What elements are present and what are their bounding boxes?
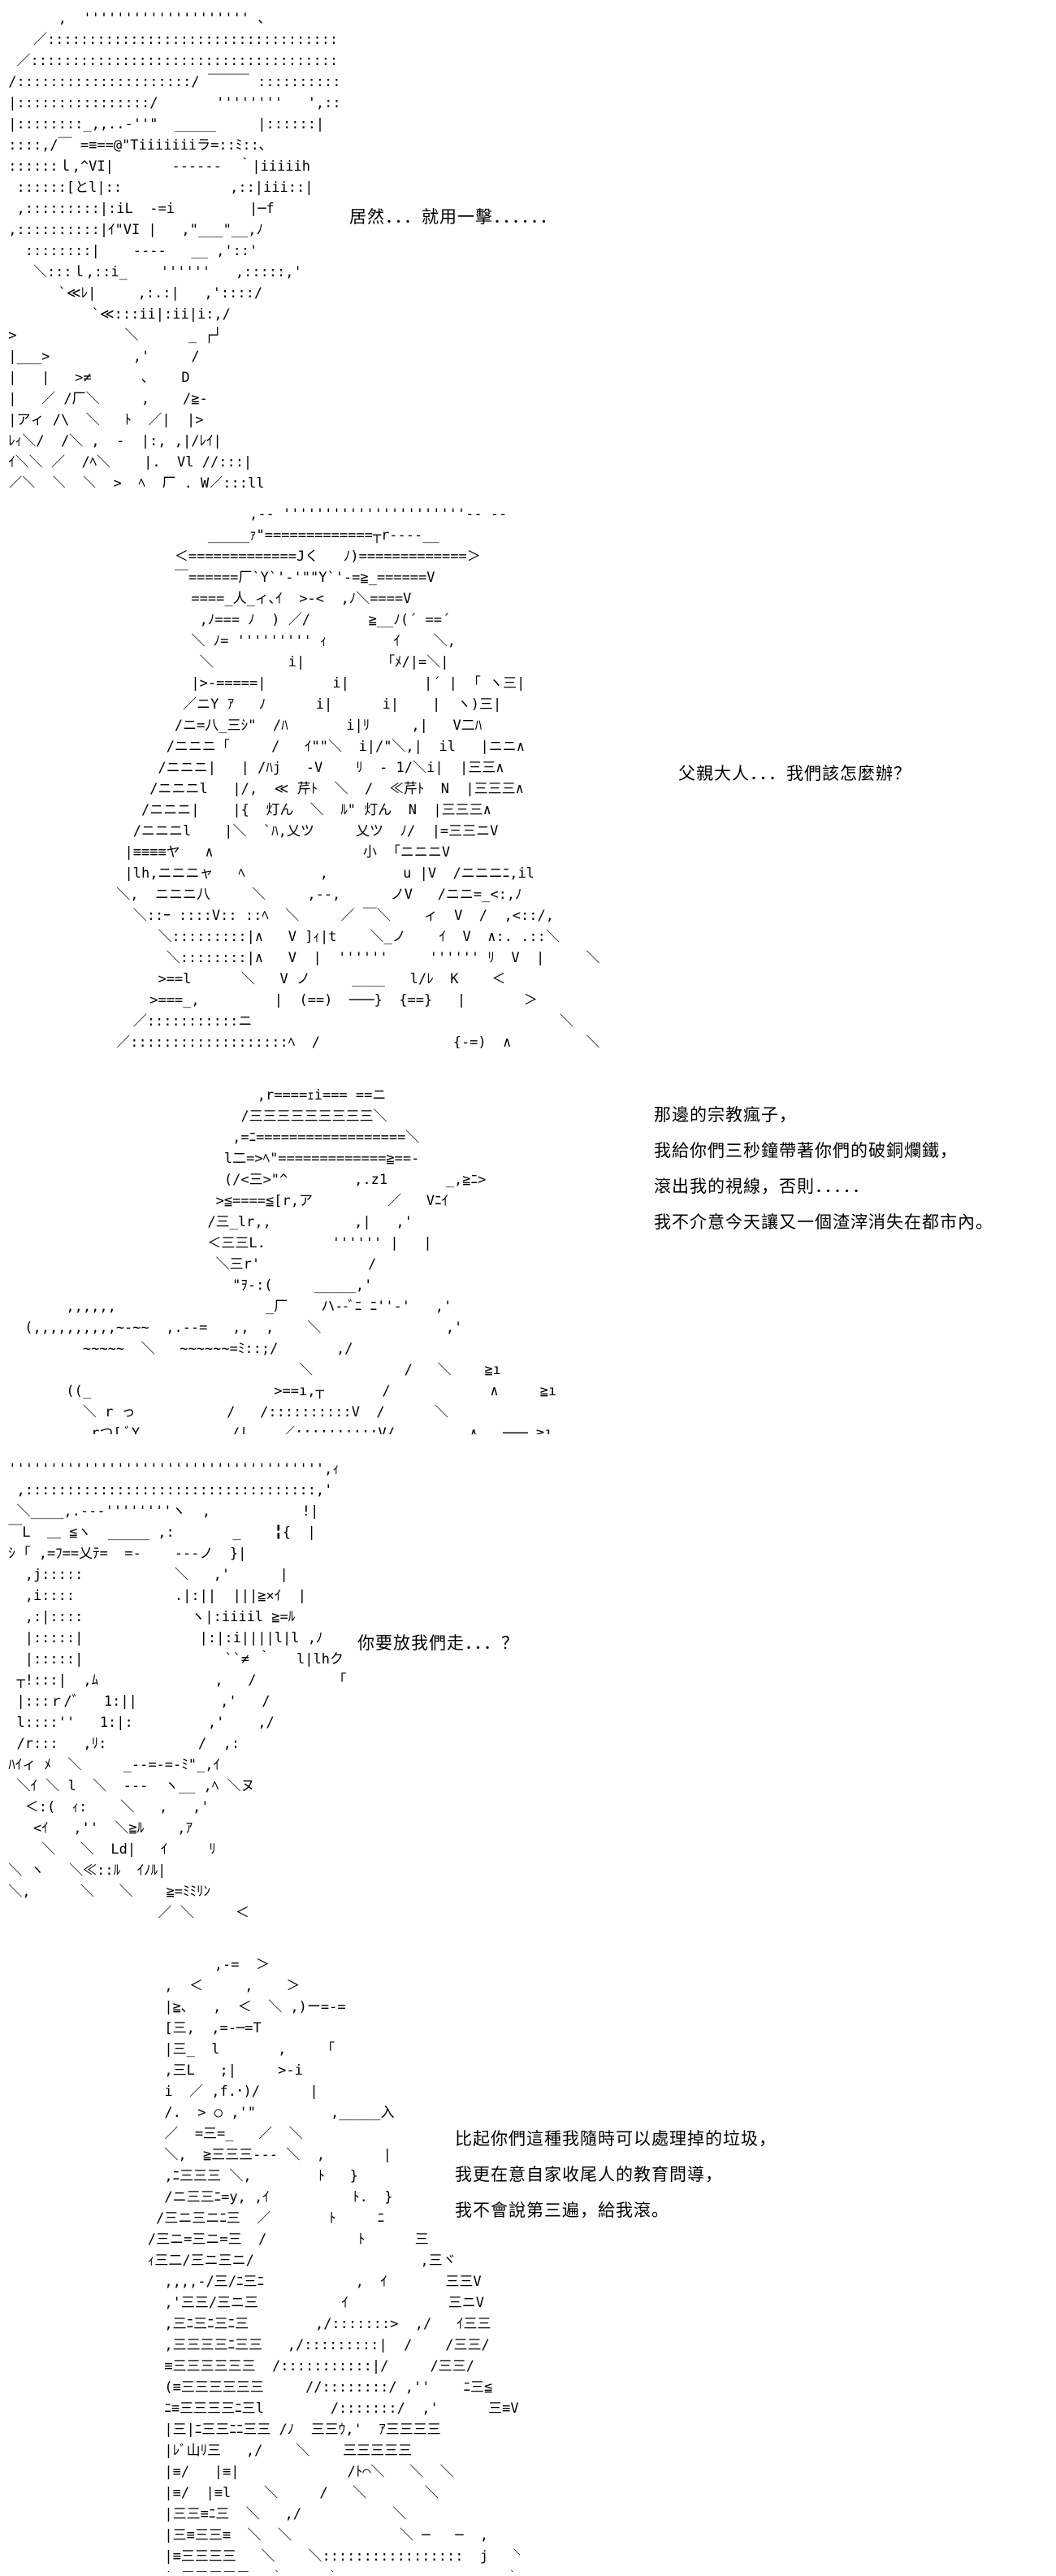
ascii-art-figure-3: ,r====ｪi=== ==ニ /三三三三三三三三三＼ ,=ﾆ=========… bbox=[24, 1087, 557, 1434]
dialogue-line: 滾出我的視線，否則．．．．． bbox=[654, 1177, 870, 1196]
panel-5: ,-= ＞ , ＜ , ＞ |≧､ , ＜ ＼ ,)ー=-= [三, ,=‐─=… bbox=[0, 1934, 1056, 2576]
panel-2: ,-- ''''''''''''''''''''''-- -- _____ｧ"=… bbox=[0, 488, 1056, 1056]
dialogue-line: 居然．．．就用一擊．．．．．． bbox=[349, 207, 558, 227]
ascii-art-figure-4: '''''''''''''''''''''''''''''''''''''',ｨ… bbox=[8, 1461, 347, 1921]
dialogue-line: 我給你們三秒鐘帶著你們的破銅爛鐵， bbox=[654, 1141, 958, 1160]
dialogue-line: 比起你們這種我隨時可以處理掉的垃圾， bbox=[455, 2129, 777, 2149]
dialogue-panel-3: 那邊的宗教瘋子， 我給你們三秒鐘帶著你們的破銅爛鐵， 滾出我的視線，否則．．．．… bbox=[654, 1097, 993, 1240]
dialogue-line: 父親大人．．．我們該怎麼辦？ bbox=[678, 764, 911, 783]
dialogue-line: 我更在意自家收尾人的教育問導， bbox=[455, 2165, 723, 2184]
panel-3: ,r====ｪi=== ==ニ /三三三三三三三三三＼ ,=ﾆ=========… bbox=[0, 1056, 1056, 1446]
ascii-art-figure-5: ,-= ＞ , ＜ , ＞ |≧､ , ＜ ＼ ,)ー=-= [三, ,=‐─=… bbox=[147, 1957, 520, 2572]
dialogue-panel-1: 居然．．．就用一擊．．．．．． bbox=[349, 199, 558, 235]
panel-4: '''''''''''''''''''''''''''''''''''''',ｨ… bbox=[0, 1446, 1056, 1934]
dialogue-line: 我不會說第三遍，給我滾。 bbox=[455, 2201, 669, 2220]
dialogue-panel-5: 比起你們這種我隨時可以處理掉的垃圾， 我更在意自家收尾人的教育問導， 我不會說第… bbox=[455, 2121, 777, 2228]
dialogue-panel-2: 父親大人．．．我們該怎麼辦？ bbox=[678, 756, 911, 791]
dialogue-line: 我不介意今天讓又一個渣滓消失在都市內。 bbox=[654, 1212, 993, 1232]
dialogue-line: 你要放我們走．．．？ bbox=[357, 1633, 519, 1653]
dialogue-panel-4: 你要放我們走．．．？ bbox=[357, 1625, 519, 1661]
panel-1: , '''''''''''''''''''' 、 ／::::::::::::::… bbox=[0, 0, 1056, 488]
ascii-art-figure-2: ,-- ''''''''''''''''''''''-- -- _____ｧ"=… bbox=[116, 506, 600, 1048]
dialogue-line: 那邊的宗教瘋子， bbox=[654, 1105, 797, 1125]
ascii-art-figure-1: , '''''''''''''''''''' 、 ／::::::::::::::… bbox=[8, 11, 341, 488]
